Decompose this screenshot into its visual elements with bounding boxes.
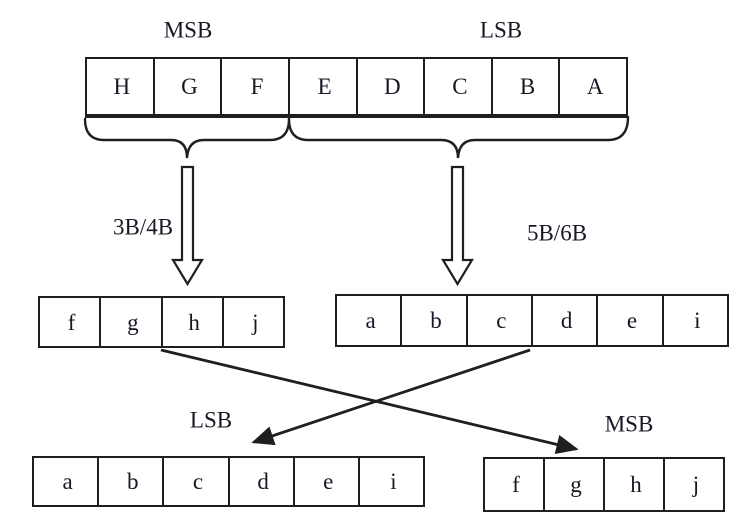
encoded-bit-cell: a: [335, 294, 403, 347]
encoded-bit-cell: h: [160, 296, 224, 348]
input-bit-cell: G: [152, 57, 223, 118]
input-bit-cell: F: [220, 57, 290, 118]
encoded-bit-cell: g: [99, 296, 163, 348]
hollow-down-arrow-5b6b: [441, 165, 474, 287]
output-lsb-row: a b c d e i: [32, 456, 426, 507]
output-bit-cell: i: [357, 456, 426, 507]
output-bit-cell: j: [663, 457, 725, 512]
underbrace-lsb-group: [287, 115, 630, 159]
output-bit-cell: c: [162, 456, 230, 507]
encoded-bit-cell: c: [465, 294, 533, 347]
output-bit-cell: f: [483, 457, 545, 512]
output-msb-row: f g h j: [483, 457, 725, 512]
encoded-bit-cell: i: [661, 294, 729, 347]
input-bit-cell: H: [85, 57, 155, 118]
lsb-top-label: LSB: [479, 17, 523, 43]
encoded-bit-cell: e: [596, 294, 664, 347]
output-bit-cell: a: [32, 456, 100, 507]
input-bit-cell: A: [558, 57, 628, 118]
input-bit-cell: B: [490, 57, 561, 118]
encoder-5b6b-label: 5B/6B: [526, 220, 588, 246]
underbrace-msb-group: [83, 117, 291, 159]
hollow-down-arrow-3b4b: [171, 165, 204, 287]
encoder-3b4b-label: 3B/4B: [112, 214, 174, 240]
encoded-bit-cell: d: [530, 294, 599, 347]
output-bit-cell: e: [292, 456, 360, 507]
input-bit-cell: D: [355, 57, 426, 118]
encoded-lsb-row: a b c d e i: [335, 294, 729, 347]
msb-output-label: MSB: [604, 411, 654, 437]
input-bit-cell: E: [287, 57, 358, 118]
output-bit-cell: d: [227, 456, 295, 507]
encoded-bit-cell: f: [38, 296, 102, 348]
lsb-output-label: LSB: [189, 407, 233, 433]
output-bit-cell: h: [603, 457, 665, 512]
output-bit-cell: g: [543, 457, 605, 512]
cross-arrow-to-msb-output: [160, 348, 579, 454]
cross-arrow-to-lsb-output: [251, 348, 531, 446]
msb-top-label: MSB: [163, 17, 213, 43]
encoded-bit-cell: j: [221, 296, 285, 348]
encoded-msb-row: f g h j: [38, 296, 285, 348]
encoded-bit-cell: b: [400, 294, 468, 347]
input-bit-cell: C: [423, 57, 493, 118]
output-bit-cell: b: [97, 456, 165, 507]
input-bit-row: H G F E D C B A: [85, 57, 628, 118]
